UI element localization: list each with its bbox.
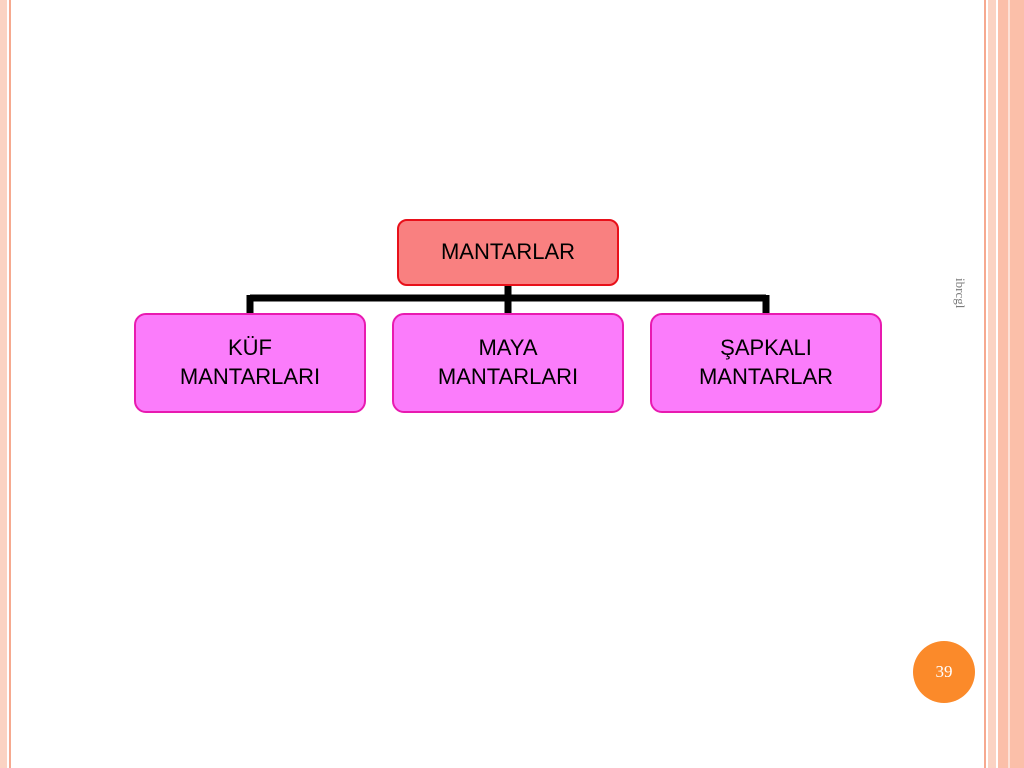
root-node-label: MANTARLAR xyxy=(440,239,576,265)
author-watermark: ibrcgl xyxy=(953,277,968,309)
page-number: 39 xyxy=(935,662,953,681)
child-node-label-line2: MANTARLARI xyxy=(437,364,579,389)
child-node-maya-mantarlari: MAYA MANTARLARI xyxy=(392,313,624,413)
right-decorative-band xyxy=(988,0,996,768)
child-node-label-line1: MAYA xyxy=(478,335,538,361)
child-node-label-line1: ŞAPKALI xyxy=(720,335,812,361)
child-node-label-line1: KÜF xyxy=(227,335,272,361)
child-node-kuf-mantarlari: KÜF MANTARLARI xyxy=(134,313,366,413)
right-decorative-line xyxy=(984,0,986,768)
root-node-mantarlar: MANTARLAR xyxy=(397,219,619,286)
right-decorative-stripe xyxy=(1008,0,1010,768)
child-node-label-line2: MANTARLAR xyxy=(698,364,834,389)
page-number-badge: 39 xyxy=(913,641,975,703)
left-decorative-band xyxy=(0,0,7,768)
child-node-sapkali-mantarlar: ŞAPKALI MANTARLAR xyxy=(650,313,882,413)
child-node-label-line2: MANTARLARI xyxy=(179,364,321,389)
right-decorative-band-outer xyxy=(998,0,1024,768)
left-decorative-line xyxy=(9,0,11,768)
